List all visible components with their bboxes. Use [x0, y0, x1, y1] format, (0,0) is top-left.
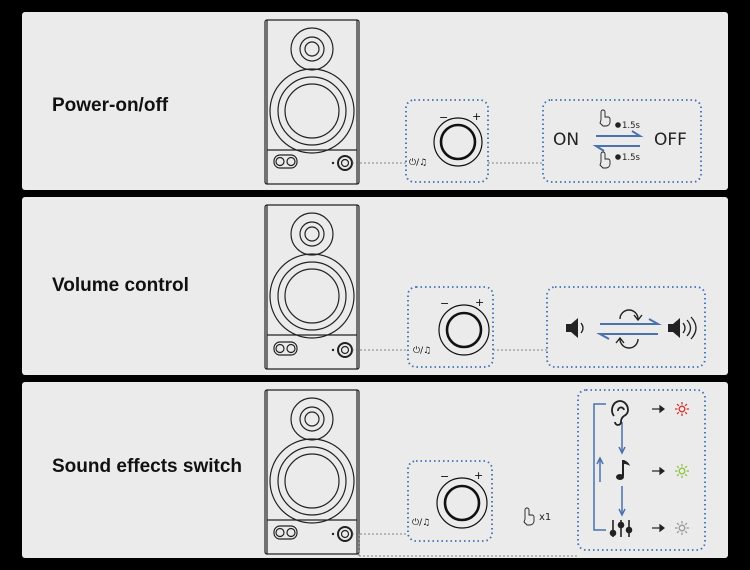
knob-plus-label: +: [475, 296, 484, 309]
power-play-label: ⏻/♫: [409, 157, 427, 168]
speaker-icon: [264, 19, 360, 185]
rotate-clockwise-icon: [619, 309, 643, 322]
equalizer-icon: [609, 520, 633, 537]
panel-volume: Volume control − + ⏻/♫: [22, 197, 728, 375]
timer-icon: [615, 122, 621, 128]
volume-arrows: [596, 318, 662, 340]
hold-time-bottom: 1.5s: [622, 153, 641, 163]
speaker-icon: [264, 204, 360, 370]
hold-time-top: 1.5s: [622, 121, 641, 131]
speaker-icon: [264, 389, 360, 555]
volume-knob[interactable]: [438, 304, 490, 356]
power-play-label: ⏻/♫: [413, 345, 431, 356]
hand-press-icon: [599, 109, 611, 127]
hand-press-icon: [523, 507, 535, 526]
volume-low-icon: [566, 318, 584, 338]
knob-minus-label: −: [440, 297, 449, 310]
led-gray-icon: [675, 521, 689, 535]
panel-sound-effects: Sound effects switch: [22, 382, 728, 558]
knob-plus-label: +: [472, 110, 481, 123]
timer-icon-2: [615, 154, 621, 160]
panel-title-volume: Volume control: [52, 275, 189, 296]
sound-effects-diagram: − + ⏻/♫ x1: [264, 389, 706, 558]
mode-arrows: [652, 404, 665, 533]
volume-high-icon: [668, 316, 697, 340]
power-diagram: − + ⏻/♫ ON OFF 1.5s 1.5s: [264, 19, 702, 185]
power-play-label: ⏻/♫: [412, 517, 430, 528]
led-green-icon: [675, 464, 689, 478]
music-note-icon: [616, 460, 630, 480]
knob-minus-label: −: [440, 470, 449, 483]
rotate-counterclockwise-icon: [615, 336, 639, 349]
volume-knob[interactable]: [433, 117, 483, 167]
knob-minus-label: −: [439, 111, 448, 124]
state-on-label: ON: [553, 130, 579, 150]
ear-icon: [611, 400, 629, 426]
press-count: x1: [539, 512, 551, 523]
panel-title-power: Power-on/off: [52, 95, 169, 116]
knob-plus-label: +: [474, 469, 483, 482]
panel-title-sound-effects: Sound effects switch: [52, 456, 243, 477]
panel-power: Power-on/off − +: [22, 12, 728, 190]
toggle-arrows: [592, 130, 644, 152]
volume-knob[interactable]: [436, 477, 488, 529]
hand-press-icon-2: [599, 151, 611, 169]
state-off-label: OFF: [654, 130, 687, 150]
volume-diagram: − + ⏻/♫: [264, 204, 706, 370]
led-red-icon: [675, 402, 689, 416]
mode-cycle-bracket: [593, 403, 626, 531]
